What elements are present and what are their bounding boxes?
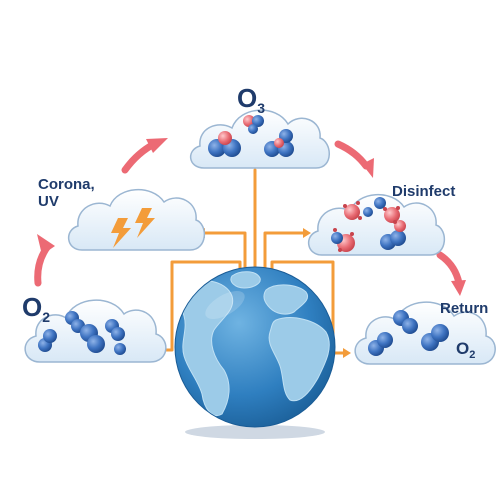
connector-disinfect (263, 231, 307, 270)
connector-lines (158, 168, 347, 355)
landmass-europe (263, 284, 308, 315)
connector-return (270, 260, 347, 355)
cloud-ozone (190, 109, 330, 169)
disinfect-label: Disinfect (392, 183, 456, 200)
landmass-americas (178, 280, 234, 416)
arrowhead-return (343, 348, 351, 358)
landmass-africa (268, 317, 330, 402)
return-label: Return (440, 300, 489, 317)
cycle-arrowhead-4 (451, 280, 466, 296)
cloud-oxygen-source (24, 299, 167, 363)
bacteria-particles (333, 201, 400, 252)
oxygen-label-left-main: O (22, 292, 43, 322)
cycle-arrow-o3-to-disinfect (334, 140, 370, 170)
ozone-label: O3 (237, 83, 265, 116)
cycle-arrowhead-2 (146, 138, 168, 153)
cloud-disinfect (308, 193, 445, 256)
cycle-arrowheads (37, 138, 466, 296)
oxygen-label-right-main: O (456, 339, 470, 358)
globe-icon (174, 266, 336, 439)
corona-uv-label-line2: UV (38, 193, 59, 210)
lightning-icon (111, 208, 155, 248)
connector-corona (200, 231, 247, 270)
disinfect-molecules (331, 197, 406, 252)
corona-uv-label: Corona, UV (38, 176, 95, 210)
connector-o2-left (158, 260, 242, 352)
landmass-greenland (230, 271, 261, 289)
cycle-arrowhead-1 (37, 234, 55, 255)
cloud-return (354, 301, 496, 365)
oxygen-molecules-left (38, 311, 126, 355)
ozone-molecule-3 (264, 129, 294, 157)
cycle-arrowhead-3 (362, 158, 374, 178)
oxygen-label-left: O2 (22, 292, 50, 325)
oxygen-label-right: O2 (456, 339, 476, 362)
cloud-corona-uv (68, 188, 205, 251)
ozone-label-sub: 3 (257, 100, 266, 116)
corona-uv-label-line1: Corona, (38, 176, 95, 193)
oxygen-molecules-return (368, 310, 449, 356)
ozone-molecule-2 (243, 115, 264, 134)
ozone-molecule-1 (208, 131, 241, 157)
cycle-arrow-disinfect-to-return (436, 251, 463, 287)
ozone-label-main: O (237, 83, 258, 113)
oxygen-label-right-sub: 2 (469, 349, 476, 361)
arrowhead-disinfect (303, 228, 311, 238)
oxygen-label-left-sub: 2 (42, 309, 51, 325)
